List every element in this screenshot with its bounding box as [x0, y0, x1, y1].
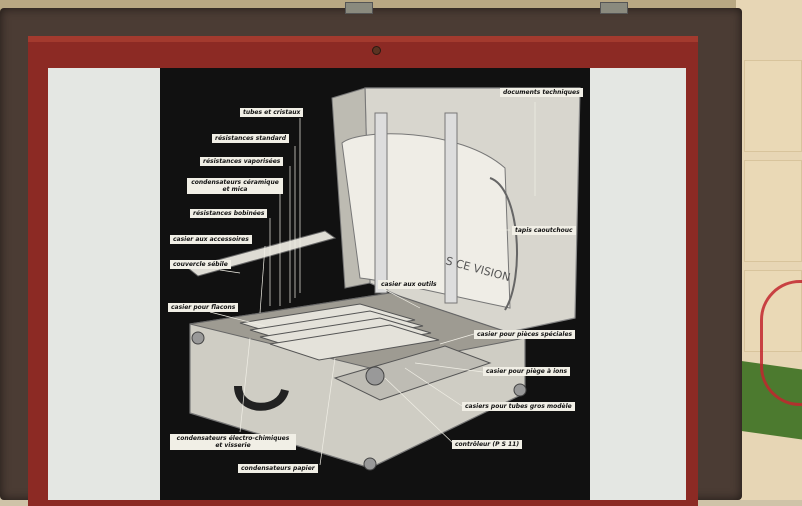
right-white-panel — [590, 68, 686, 500]
red-wire-basket — [760, 280, 802, 406]
label-documents-techniques: documents techniques — [500, 88, 583, 97]
label-condensateurs-ceramique: condensateurs céramique et mica — [187, 178, 283, 194]
case-handle — [234, 385, 289, 411]
label-condensateurs-electro: condensateurs électro-chimiques et visse… — [170, 434, 296, 450]
label-casiers-tubes-gros: casiers pour tubes gros modèle — [462, 402, 575, 411]
left-white-panel — [48, 68, 160, 500]
toolbox-illustration: S CE VISION — [186, 87, 581, 471]
strap — [374, 112, 388, 294]
screw — [372, 46, 381, 55]
label-resistances-vaporisees: résistances vaporisées — [200, 157, 284, 166]
label-casier-pieces-speciales: casier pour pièces spéciales — [474, 330, 576, 339]
case-latch — [600, 2, 628, 14]
label-tubes-cristaux: tubes et cristaux — [240, 108, 304, 117]
label-resistances-standard: résistances standard — [212, 134, 290, 143]
label-casier-outils: casier aux outils — [378, 280, 440, 289]
label-resistances-bobinees: résistances bobinées — [190, 209, 268, 218]
strap — [444, 112, 458, 304]
pointer-lines — [209, 102, 536, 466]
wall-tile — [744, 160, 802, 262]
label-couvercle-sebile: couvercle sébile — [170, 260, 231, 269]
diagram-plate: S CE VISION — [160, 68, 590, 500]
label-casier-accessoires: casier aux accessoires — [170, 235, 252, 244]
label-controleur: contrôleur (P S 11) — [452, 440, 523, 449]
label-tapis-caoutchouc: tapis caoutchouc — [512, 226, 576, 235]
case-latch — [345, 2, 373, 14]
wall-tile — [744, 60, 802, 152]
label-casier-flacons: casier pour flacons — [168, 303, 239, 312]
tube-trays — [239, 303, 440, 361]
label-condensateurs-papier: condensateurs papier — [238, 464, 318, 473]
label-casier-piege-ions: casier pour piège à ions — [483, 367, 571, 376]
